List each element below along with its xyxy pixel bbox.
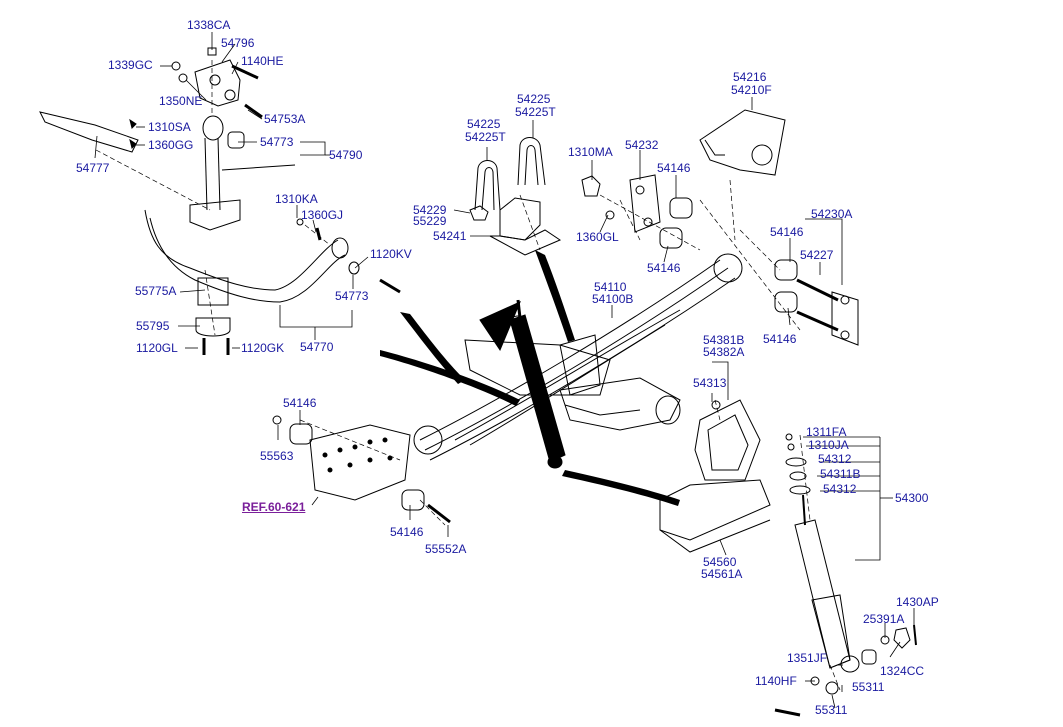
label-54777[interactable]: 54777 <box>76 161 110 175</box>
label-1120KV[interactable]: 1120KV <box>370 247 412 261</box>
center-lines <box>95 60 841 691</box>
label-54560[interactable]: 54560 <box>703 555 737 569</box>
label-54770[interactable]: 54770 <box>300 340 334 354</box>
label-54146-a[interactable]: 54146 <box>657 161 691 175</box>
label-54796[interactable]: 54796 <box>221 36 255 50</box>
label-55311-b[interactable]: 55311 <box>815 703 848 717</box>
shock-absorber-right <box>774 433 917 717</box>
stabilizer-link <box>189 115 296 231</box>
label-1120GL[interactable]: 1120GL <box>136 341 178 355</box>
label-54313[interactable]: 54313 <box>693 376 727 390</box>
label-54225-a[interactable]: 54225 <box>467 117 501 131</box>
label-55795[interactable]: 55795 <box>136 319 170 333</box>
label-1360GJ[interactable]: 1360GJ <box>301 208 344 222</box>
label-54225T-b[interactable]: 54225T <box>515 105 556 119</box>
leaf-spring <box>413 253 743 461</box>
label-54110[interactable]: 54110 <box>594 280 627 294</box>
label-54382A[interactable]: 54382A <box>703 345 745 359</box>
label-54773-top[interactable]: 54773 <box>260 135 294 149</box>
label-55775A[interactable]: 55775A <box>135 284 177 298</box>
label-54381B[interactable]: 54381B <box>703 333 745 347</box>
leader-lines <box>94 32 915 709</box>
stabilizer-extension-arm <box>39 111 139 153</box>
label-54300[interactable]: 54300 <box>895 491 929 505</box>
front-hanger-bracket <box>699 109 786 176</box>
shackle-plate <box>774 259 859 346</box>
label-1310MA[interactable]: 1310MA <box>568 145 613 159</box>
label-54225T-a[interactable]: 54225T <box>465 130 506 144</box>
label-1360GG[interactable]: 1360GG <box>148 138 194 152</box>
label-1310KA[interactable]: 1310KA <box>275 192 318 206</box>
label-54311B[interactable]: 54311B <box>820 467 861 481</box>
label-54210F[interactable]: 54210F <box>731 83 772 97</box>
label-55311-a[interactable]: 55311 <box>852 680 885 694</box>
label-1339GC[interactable]: 1339GC <box>108 58 153 72</box>
label-54753A[interactable]: 54753A <box>264 112 306 126</box>
label-54773-mid[interactable]: 54773 <box>335 289 369 303</box>
label-54312-a[interactable]: 54312 <box>818 452 852 466</box>
label-1140HE[interactable]: 1140HE <box>241 54 284 68</box>
spring-seat <box>559 377 681 431</box>
label-1311FA[interactable]: 1311FA <box>806 425 847 439</box>
shock-bracket-plates <box>659 399 771 553</box>
label-54100B[interactable]: 54100B <box>592 292 634 306</box>
label-54225-b[interactable]: 54225 <box>517 92 551 106</box>
label-1350NE[interactable]: 1350NE <box>159 94 203 108</box>
label-54229[interactable]: 54229 <box>413 203 447 217</box>
rear-shackle-assembly <box>581 174 693 249</box>
label-55229[interactable]: 55229 <box>413 214 447 228</box>
frame-outline-arcs <box>380 250 680 506</box>
label-1120GK[interactable]: 1120GK <box>241 341 285 355</box>
rear-frame-bracket <box>272 415 451 524</box>
label-54230A[interactable]: 54230A <box>811 207 853 221</box>
stabilizer-bracket-assembly <box>171 47 263 119</box>
label-54146-e[interactable]: 54146 <box>283 396 317 410</box>
label-1360GL[interactable]: 1360GL <box>576 230 619 244</box>
label-55563[interactable]: 55563 <box>260 449 294 463</box>
label-54561A[interactable]: 54561A <box>701 567 743 581</box>
label-55552A[interactable]: 55552A <box>425 542 467 556</box>
label-54216[interactable]: 54216 <box>733 70 767 84</box>
label-54146-d[interactable]: 54146 <box>763 332 797 346</box>
stabilizer-bar <box>144 209 401 355</box>
label-1351JF[interactable]: 1351JF <box>787 651 828 665</box>
label-1310SA[interactable]: 1310SA <box>148 120 191 134</box>
shock-absorber-center <box>509 299 566 469</box>
label-54790[interactable]: 54790 <box>329 148 363 162</box>
label-1430AP[interactable]: 1430AP <box>896 595 939 609</box>
label-54146-b[interactable]: 54146 <box>647 261 681 275</box>
u-bolts <box>469 137 562 256</box>
label-54241[interactable]: 54241 <box>433 229 467 243</box>
label-1140HF[interactable]: 1140HF <box>755 674 797 688</box>
label-25391A[interactable]: 25391A <box>863 612 905 626</box>
label-54232[interactable]: 54232 <box>625 138 659 152</box>
label-1338CA[interactable]: 1338CA <box>187 18 231 32</box>
label-54146-f[interactable]: 54146 <box>390 525 424 539</box>
label-54227[interactable]: 54227 <box>800 248 834 262</box>
reference-link[interactable]: REF.60-621 <box>242 500 306 514</box>
label-1324CC[interactable]: 1324CC <box>880 664 925 678</box>
label-1310JA[interactable]: 1310JA <box>808 438 849 452</box>
label-54146-c[interactable]: 54146 <box>770 225 804 239</box>
label-54312-b[interactable]: 54312 <box>823 482 857 496</box>
